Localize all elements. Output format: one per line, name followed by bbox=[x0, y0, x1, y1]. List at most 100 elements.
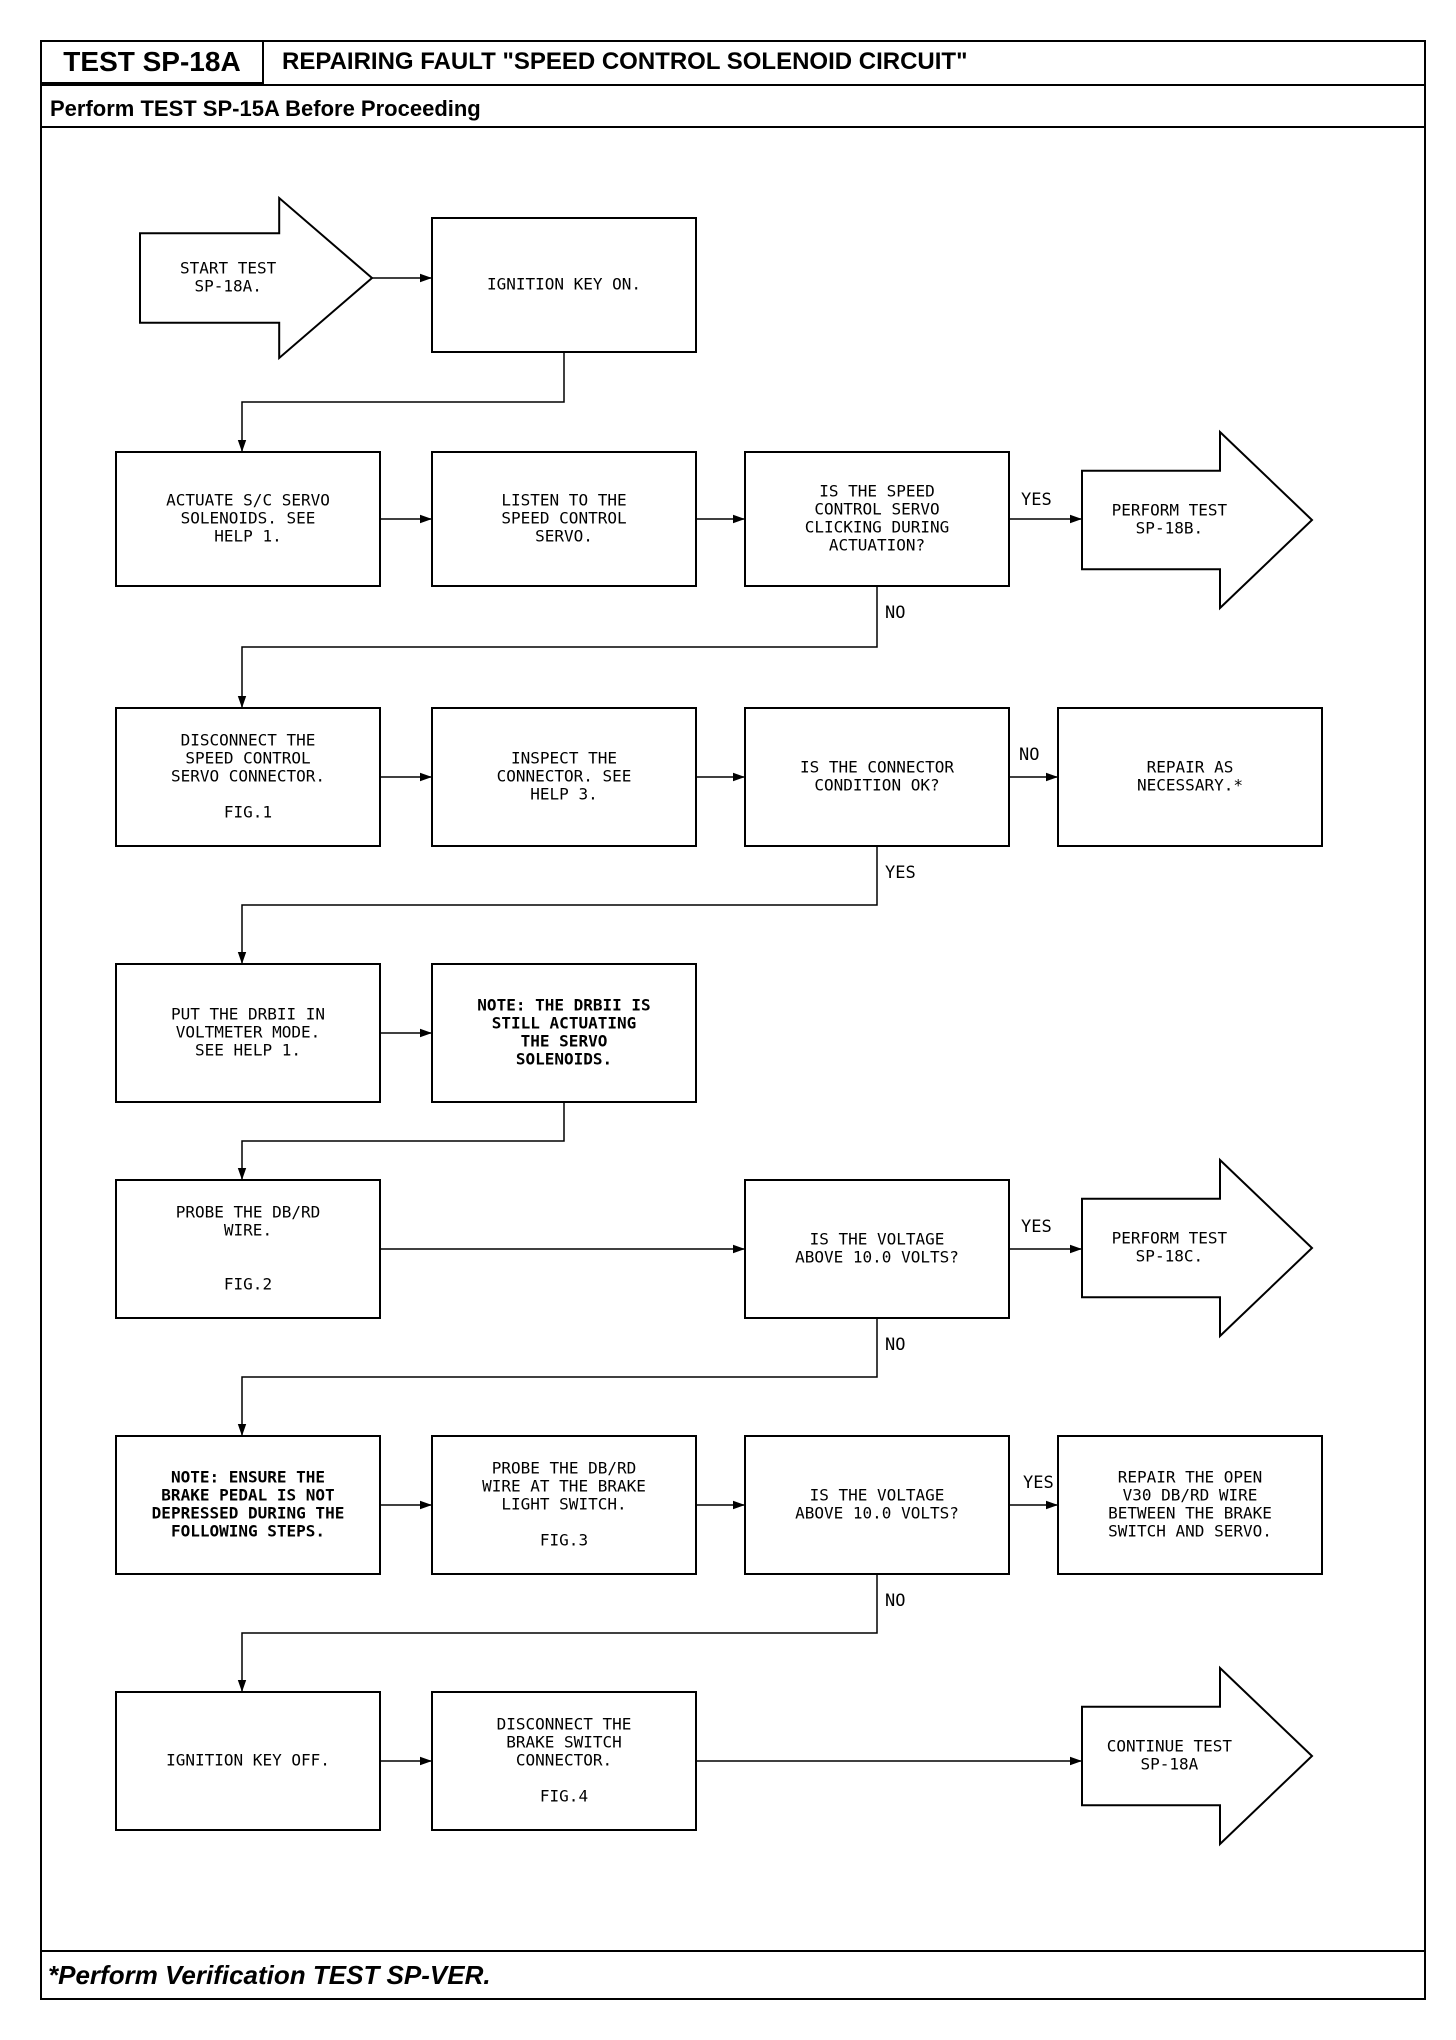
box-shape bbox=[1057, 707, 1323, 847]
node-text-line: SOLENOIDS. bbox=[516, 1050, 612, 1069]
node-text-line: CONNECTOR. SEE bbox=[497, 767, 632, 786]
node-text-line: LISTEN TO THE bbox=[501, 491, 626, 510]
node-text-line: CONNECTOR. bbox=[516, 1751, 612, 1770]
node-text-line: NOTE: ENSURE THE bbox=[171, 1468, 325, 1487]
node-text-line: WIRE. bbox=[224, 1221, 272, 1240]
node-text-line: REPAIR THE OPEN bbox=[1118, 1468, 1263, 1487]
node-text-line: THE SERVO bbox=[521, 1032, 608, 1051]
node-text-line: LIGHT SWITCH. bbox=[501, 1495, 626, 1514]
node-text-line: FIG.4 bbox=[540, 1787, 588, 1806]
node-text-line: SP-18C. bbox=[1136, 1247, 1203, 1266]
node-text-line: ABOVE 10.0 VOLTS? bbox=[795, 1504, 959, 1523]
box-shape bbox=[115, 1691, 381, 1831]
test-id-badge: TEST SP-18A bbox=[40, 40, 264, 84]
box-shape bbox=[115, 707, 381, 847]
footer-note: *Perform Verification TEST SP-VER. bbox=[48, 1960, 491, 1990]
box-shape bbox=[1057, 1435, 1323, 1575]
node-text-line: VOLTMETER MODE. bbox=[176, 1023, 321, 1042]
node-text-line: PERFORM TEST bbox=[1112, 1229, 1228, 1248]
box-shape bbox=[744, 707, 1010, 847]
edge-note1-probe1 bbox=[237, 1102, 565, 1180]
node-text-line: BETWEEN THE BRAKE bbox=[1108, 1504, 1272, 1523]
box-shape bbox=[431, 217, 697, 353]
node-text-line: START TEST bbox=[180, 259, 277, 278]
box-shape bbox=[431, 1435, 697, 1575]
node-text-line: BRAKE SWITCH bbox=[506, 1733, 622, 1752]
node-text-line: IS THE SPEED bbox=[819, 482, 935, 501]
node-text-line: WIRE AT THE BRAKE bbox=[482, 1477, 646, 1496]
node-text-line: DISCONNECT THE bbox=[181, 731, 316, 750]
edge-label-v1-yes: YES bbox=[1021, 1217, 1052, 1237]
edge-ign-on-actuate bbox=[237, 352, 565, 452]
arrow-shape bbox=[1081, 429, 1314, 611]
box-shape bbox=[115, 1435, 381, 1575]
node-text-line: CONDITION OK? bbox=[814, 776, 939, 795]
node-ign-off: IGNITION KEY OFF. bbox=[115, 1691, 381, 1831]
box-shape bbox=[744, 1435, 1010, 1575]
node-text-line: FIG.1 bbox=[224, 803, 272, 822]
edge-v1-no bbox=[237, 1318, 878, 1436]
node-text-line: PROBE THE DB/RD bbox=[492, 1459, 637, 1478]
node-text-line: PROBE THE DB/RD bbox=[176, 1203, 321, 1222]
edge-v2-no bbox=[237, 1574, 878, 1692]
node-text-line: HELP 3. bbox=[530, 785, 597, 804]
node-text-line: CONTROL SERVO bbox=[814, 500, 939, 519]
edge-label-v2-no: NO bbox=[885, 1591, 905, 1611]
box-shape bbox=[115, 1179, 381, 1319]
node-text-line: HELP 1. bbox=[214, 527, 281, 546]
box-shape bbox=[115, 963, 381, 1103]
node-text-line: SERVO CONNECTOR. bbox=[171, 767, 325, 786]
node-text-line: SEE HELP 1. bbox=[195, 1041, 301, 1060]
box-shape bbox=[115, 451, 381, 587]
node-text-line: PERFORM TEST bbox=[1112, 501, 1228, 520]
box-shape bbox=[744, 451, 1010, 587]
node-text-line: NECESSARY.* bbox=[1137, 776, 1243, 795]
node-text-line: ACTUATION? bbox=[829, 536, 925, 555]
node-text-line: DISCONNECT THE bbox=[497, 1715, 632, 1734]
node-text-line: SP-18B. bbox=[1136, 519, 1203, 538]
node-text-line: SPEED CONTROL bbox=[501, 509, 626, 528]
node-text-line: IS THE CONNECTOR bbox=[800, 758, 954, 777]
arrow-shape bbox=[1081, 1157, 1314, 1339]
node-text-line: ABOVE 10.0 VOLTS? bbox=[795, 1248, 959, 1267]
node-text-line: REPAIR AS bbox=[1147, 758, 1234, 777]
node-ign-on: IGNITION KEY ON. bbox=[431, 217, 697, 353]
node-text-line: STILL ACTUATING bbox=[492, 1014, 637, 1033]
node-text-line: NOTE: THE DRBII IS bbox=[477, 996, 650, 1015]
subtitle-divider bbox=[40, 126, 1426, 128]
header-divider bbox=[40, 84, 1426, 86]
arrow-shape bbox=[1081, 1665, 1314, 1847]
page-title: REPAIRING FAULT "SPEED CONTROL SOLENOID … bbox=[282, 48, 968, 75]
node-text-line: SWITCH AND SERVO. bbox=[1108, 1522, 1272, 1541]
node-text-line: IS THE VOLTAGE bbox=[810, 1230, 945, 1249]
flowchart-connectors bbox=[237, 273, 1082, 1766]
node-text-line: FOLLOWING STEPS. bbox=[171, 1522, 325, 1541]
node-text-line: DEPRESSED DURING THE bbox=[152, 1504, 345, 1523]
node-text-line: IGNITION KEY ON. bbox=[487, 275, 641, 294]
box-shape bbox=[431, 707, 697, 847]
edge-label-conn-no: NO bbox=[1019, 745, 1039, 765]
page-frame bbox=[40, 40, 1426, 2000]
page-subtitle: Perform TEST SP-15A Before Proceeding bbox=[50, 96, 481, 121]
edge-label-conn-yes: YES bbox=[885, 863, 916, 883]
node-text-line: ACTUATE S/C SERVO bbox=[166, 491, 330, 510]
node-text-line: FIG.3 bbox=[540, 1531, 588, 1550]
